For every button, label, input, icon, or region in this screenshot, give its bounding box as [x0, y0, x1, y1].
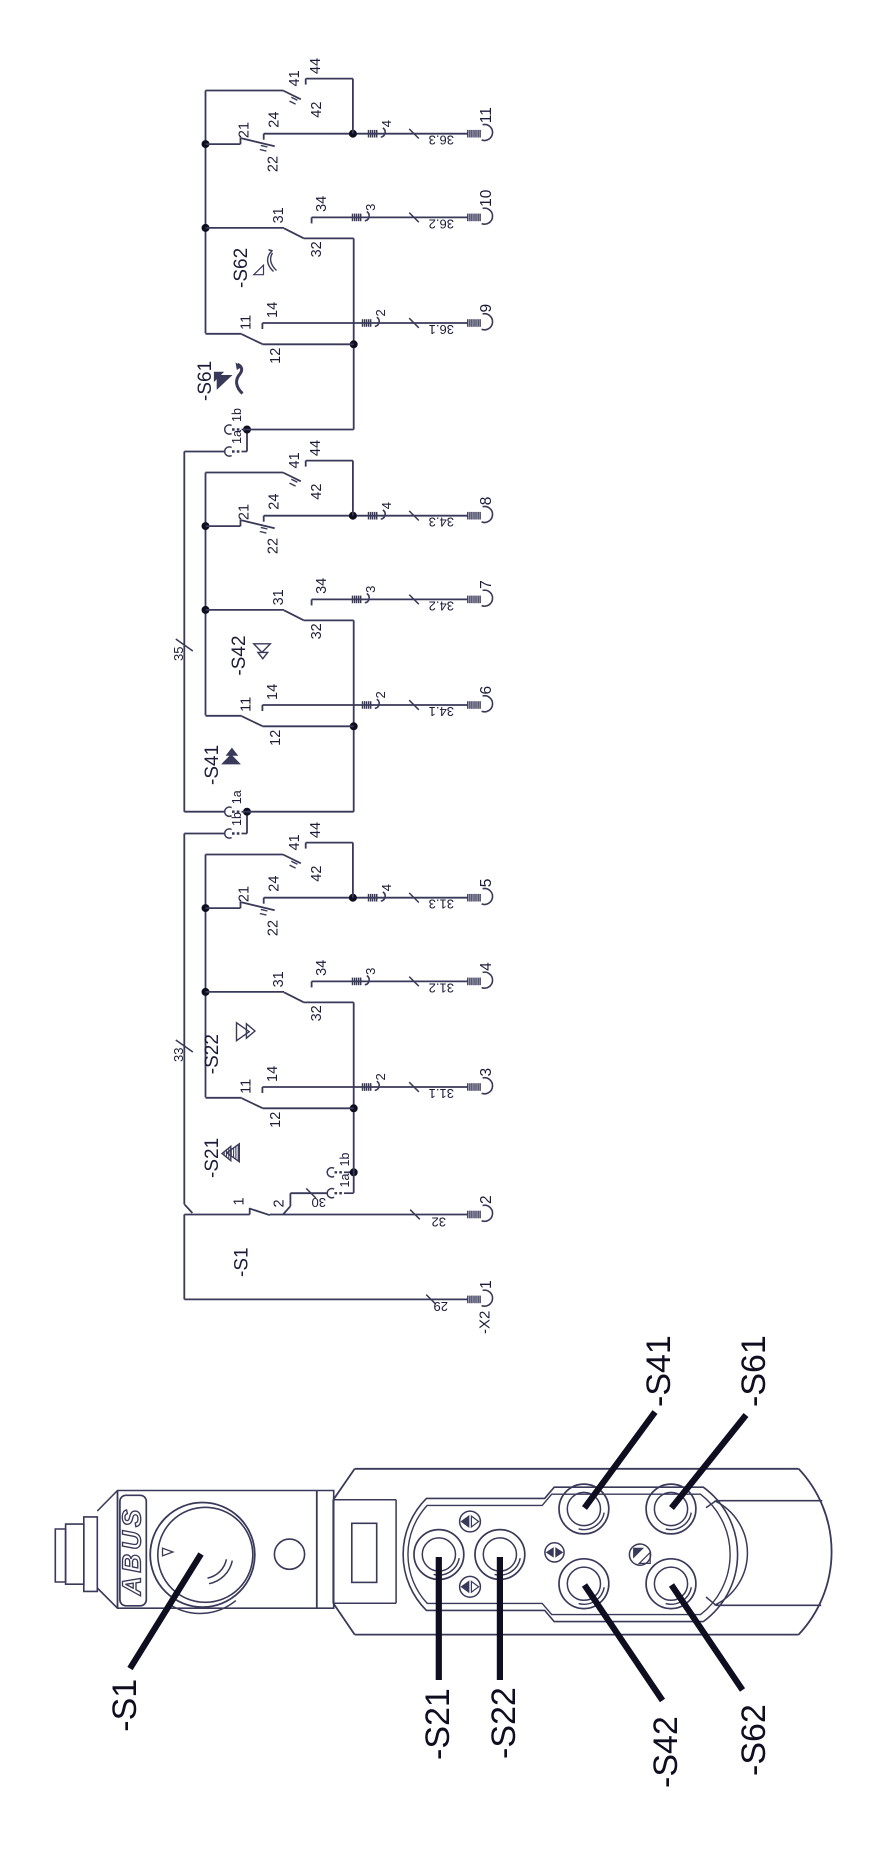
svg-text:-S42: -S42: [229, 635, 250, 675]
svg-text:32: 32: [309, 1005, 325, 1021]
svg-text:1b: 1b: [230, 812, 244, 826]
svg-text:1b: 1b: [230, 408, 244, 422]
svg-text:-S22: -S22: [202, 1034, 223, 1074]
svg-text:21: 21: [237, 886, 253, 902]
svg-text:34.2: 34.2: [429, 598, 454, 613]
svg-text:2: 2: [373, 309, 388, 316]
svg-text:41: 41: [287, 834, 303, 850]
svg-text:-S42: -S42: [647, 1716, 685, 1788]
svg-text:-S1: -S1: [232, 1247, 253, 1277]
svg-text:31: 31: [271, 971, 287, 987]
svg-text:31.1: 31.1: [429, 1086, 454, 1101]
svg-text:34: 34: [314, 960, 330, 976]
svg-text:3: 3: [478, 1068, 495, 1077]
svg-text:-S41: -S41: [640, 1335, 678, 1407]
svg-text:7: 7: [478, 580, 495, 589]
svg-text:21: 21: [237, 122, 253, 138]
svg-text:1a: 1a: [230, 790, 244, 804]
svg-text:11: 11: [239, 315, 255, 330]
svg-text:24: 24: [267, 876, 283, 892]
svg-text:-X2: -X2: [477, 1311, 494, 1334]
svg-text:29: 29: [434, 1299, 448, 1314]
svg-text:8: 8: [478, 497, 495, 506]
svg-text:31.2: 31.2: [429, 980, 454, 995]
svg-text:31.3: 31.3: [429, 897, 454, 912]
svg-text:36.3: 36.3: [429, 133, 454, 148]
svg-text:4: 4: [379, 884, 394, 891]
svg-text:11: 11: [239, 697, 255, 712]
svg-text:42: 42: [309, 102, 325, 118]
svg-text:44: 44: [308, 822, 324, 838]
svg-text:-S22: -S22: [485, 1687, 523, 1759]
svg-text:31: 31: [271, 589, 287, 605]
svg-text:3: 3: [363, 968, 378, 975]
svg-text:32: 32: [309, 623, 325, 639]
svg-text:1b: 1b: [338, 1153, 352, 1167]
svg-text:-S61: -S61: [735, 1335, 773, 1407]
svg-text:31: 31: [271, 207, 287, 223]
svg-text:4: 4: [379, 502, 394, 509]
svg-text:36.1: 36.1: [429, 322, 454, 337]
svg-text:5: 5: [478, 879, 495, 888]
svg-text:32: 32: [432, 1215, 446, 1230]
svg-text:41: 41: [287, 70, 303, 86]
svg-text:ABUS: ABUS: [117, 1506, 147, 1597]
svg-text:3: 3: [363, 586, 378, 593]
svg-text:32: 32: [309, 241, 325, 257]
svg-text:24: 24: [267, 112, 283, 128]
svg-text:1: 1: [478, 1280, 495, 1289]
svg-text:2: 2: [373, 691, 388, 698]
svg-text:1a: 1a: [338, 1174, 352, 1188]
svg-text:9: 9: [478, 304, 495, 313]
svg-text:1: 1: [232, 1197, 248, 1205]
svg-text:12: 12: [268, 730, 284, 746]
svg-text:21: 21: [237, 504, 253, 520]
svg-text:-S41: -S41: [202, 745, 223, 785]
svg-text:34.3: 34.3: [429, 515, 454, 530]
svg-text:12: 12: [268, 1112, 284, 1128]
svg-text:2: 2: [373, 1073, 388, 1080]
svg-text:11: 11: [478, 107, 495, 123]
svg-text:4: 4: [478, 962, 495, 971]
svg-text:30: 30: [312, 1195, 326, 1210]
svg-text:41: 41: [287, 452, 303, 468]
svg-text:33: 33: [171, 1048, 186, 1062]
svg-text:22: 22: [266, 920, 282, 936]
svg-text:14: 14: [265, 302, 281, 318]
svg-text:4: 4: [379, 120, 394, 127]
svg-text:-S61: -S61: [195, 361, 216, 401]
svg-text:6: 6: [478, 686, 495, 695]
svg-text:24: 24: [267, 494, 283, 510]
svg-text:22: 22: [266, 538, 282, 554]
svg-text:-S1: -S1: [106, 1679, 144, 1732]
svg-text:-S62: -S62: [231, 248, 252, 288]
svg-text:11: 11: [239, 1079, 255, 1094]
svg-text:44: 44: [308, 58, 324, 74]
svg-text:34: 34: [314, 578, 330, 594]
svg-text:44: 44: [308, 440, 324, 456]
svg-text:42: 42: [309, 484, 325, 500]
svg-text:2: 2: [272, 1199, 288, 1207]
svg-text:3: 3: [363, 204, 378, 211]
svg-text:14: 14: [265, 1066, 281, 1082]
svg-text:14: 14: [265, 684, 281, 700]
svg-text:1a: 1a: [230, 430, 244, 444]
svg-text:-S21: -S21: [202, 1138, 223, 1178]
svg-text:36.2: 36.2: [429, 216, 454, 231]
svg-text:22: 22: [266, 156, 282, 172]
svg-text:12: 12: [268, 348, 284, 364]
svg-text:2: 2: [478, 1195, 495, 1204]
svg-text:10: 10: [478, 189, 495, 207]
svg-text:34: 34: [314, 196, 330, 212]
svg-text:42: 42: [309, 866, 325, 882]
svg-text:-S62: -S62: [735, 1704, 773, 1776]
svg-text:35: 35: [171, 647, 186, 661]
svg-text:34.1: 34.1: [429, 704, 454, 719]
svg-text:-S21: -S21: [419, 1688, 457, 1760]
